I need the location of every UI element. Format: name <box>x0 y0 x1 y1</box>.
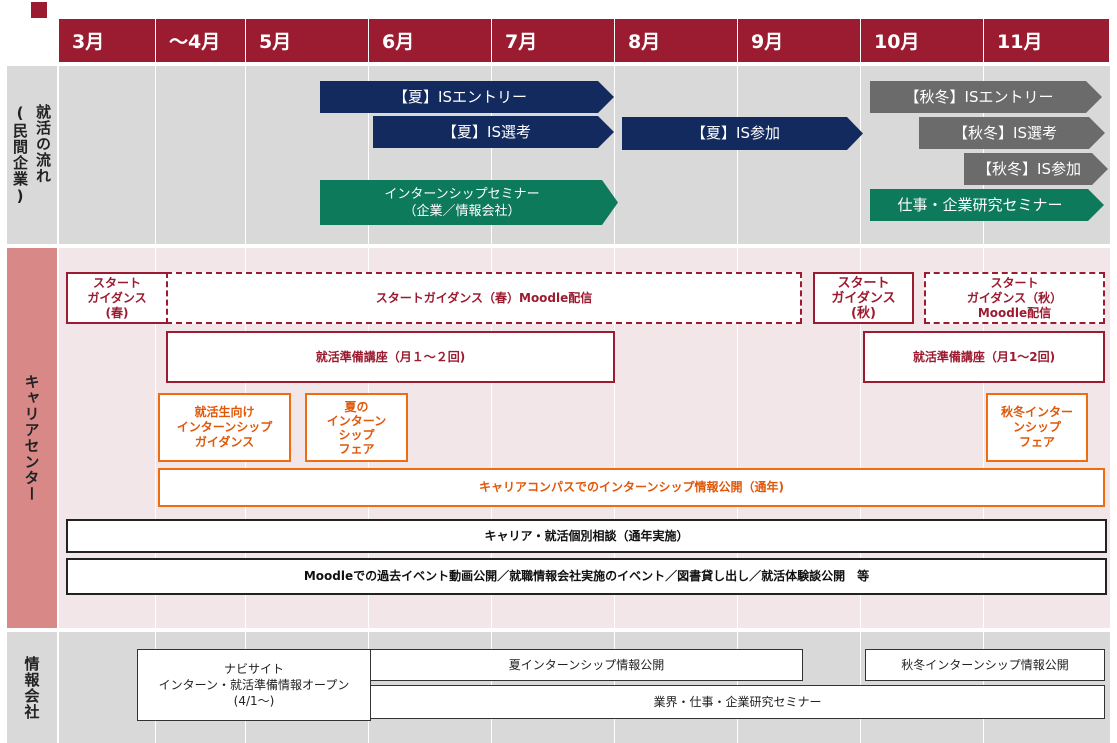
summer-fair-line1: 夏の <box>344 399 369 414</box>
arrow-fall-participation: 【秋冬】IS参加 <box>964 153 1108 185</box>
gridline <box>983 66 984 743</box>
gridline <box>737 66 738 743</box>
fall-fair-line3: フェア <box>1018 435 1055 449</box>
summer-fair-line2: インターン <box>326 413 387 428</box>
fall-fair-line2: ンシップ <box>1012 420 1061 434</box>
internship-guidance-line3: ガイダンス <box>194 435 255 449</box>
navi-site-line2: インターン・就活準備情報オープン <box>158 678 350 692</box>
row-label-private-line2: (民間企業) <box>11 104 29 206</box>
start-guidance-spring-line1: スタート <box>92 275 141 290</box>
fall-internship-fair: 秋冬インター ンシップ フェア <box>986 393 1088 462</box>
row-label-career: キャリアセンター <box>7 248 57 628</box>
gridline <box>155 66 156 743</box>
start-guidance-spring: スタート ガイダンス (春) <box>66 272 168 324</box>
navi-site-line3: (4/1～) <box>233 694 275 708</box>
arrow-fall-selection: 【秋冬】IS選考 <box>919 117 1105 149</box>
arrow-summer-participation: 【夏】IS参加 <box>622 117 863 150</box>
row-label-info: 情報会社 <box>7 632 57 743</box>
industry-seminar: 業界・仕事・企業研究セミナー <box>370 685 1105 719</box>
fall-internship-info: 秋冬インターンシップ情報公開 <box>865 649 1105 681</box>
start-guidance-spring-moodle: スタートガイダンス（春）Moodle配信 <box>166 272 802 324</box>
gridline <box>860 66 861 743</box>
start-guidance-fall-moodle-line1: スタート <box>990 275 1039 290</box>
arrow-internship-seminar: インターンシップセミナー （企業／情報会社） <box>320 180 618 225</box>
row-label-private: 就活の流れ (民間企業) <box>7 66 57 244</box>
arrow-summer-entry: 【夏】ISエントリー <box>320 81 614 113</box>
fall-fair-line1: 秋冬インター <box>1000 405 1073 419</box>
start-guidance-spring-line3: (春) <box>105 305 129 320</box>
row-label-private-line1: 就活の流れ <box>34 104 52 184</box>
navi-site-line1: ナビサイト <box>223 662 284 676</box>
internship-guidance-line2: インターンシップ <box>176 420 273 434</box>
career-consultation: キャリア・就活個別相談（通年実施） <box>66 519 1107 553</box>
prep-course-spring: 就活準備講座（月１～２回) <box>166 331 615 383</box>
gridline <box>491 66 492 743</box>
arrow-job-seminar: 仕事・企業研究セミナー <box>870 189 1104 221</box>
internship-guidance-line1: 就活生向け <box>194 405 255 419</box>
start-guidance-fall-line1: スタート <box>837 275 890 291</box>
start-guidance-fall-moodle-line3: Moodle配信 <box>977 305 1052 320</box>
moodle-events: Moodleでの過去イベント動画公開／就職情報会社実施のイベント／図書貸し出し／… <box>66 558 1107 595</box>
summer-internship-fair: 夏の インターン シップ フェア <box>305 393 408 462</box>
start-guidance-fall-moodle-line2: ガイダンス（秋） <box>966 290 1063 305</box>
header-marker <box>31 2 47 18</box>
summer-fair-line4: フェア <box>338 441 375 456</box>
month-may: 5月 <box>246 19 369 62</box>
summer-internship-info: 夏インターンシップ情報公開 <box>370 649 803 681</box>
arrow-summer-selection: 【夏】IS選考 <box>373 116 614 148</box>
arrow-fall-entry: 【秋冬】ISエントリー <box>870 81 1102 113</box>
month-oct: 10月 <box>861 19 984 62</box>
month-jun: 6月 <box>369 19 492 62</box>
start-guidance-spring-line2: ガイダンス <box>87 290 147 305</box>
internship-guidance: 就活生向け インターンシップ ガイダンス <box>158 393 291 462</box>
start-guidance-fall-line2: ガイダンス <box>831 290 896 306</box>
summer-fair-line3: シップ <box>338 427 375 442</box>
month-aug: 8月 <box>615 19 738 62</box>
month-sep: 9月 <box>738 19 861 62</box>
month-apr: ～4月 <box>156 19 246 62</box>
month-jul: 7月 <box>492 19 615 62</box>
start-guidance-fall-moodle: スタート ガイダンス（秋） Moodle配信 <box>924 272 1105 324</box>
internship-seminar-line1: インターンシップセミナー <box>384 186 540 202</box>
prep-course-fall: 就活準備講座（月1～2回) <box>863 331 1105 383</box>
month-nov: 11月 <box>984 19 1110 62</box>
row-label-info-text: 情報会社 <box>22 655 41 720</box>
gridline <box>614 66 615 743</box>
month-mar: 3月 <box>59 19 156 62</box>
career-compass-info: キャリアコンパスでのインターンシップ情報公開（通年) <box>158 468 1105 507</box>
navi-site-open: ナビサイト インターン・就活準備情報オープン (4/1～) <box>137 649 371 721</box>
internship-seminar-line2: （企業／情報会社） <box>403 203 521 219</box>
start-guidance-fall-line3: (秋) <box>851 305 876 321</box>
row-label-career-text: キャリアセンター <box>22 374 41 502</box>
start-guidance-fall: スタート ガイダンス (秋) <box>813 272 914 324</box>
